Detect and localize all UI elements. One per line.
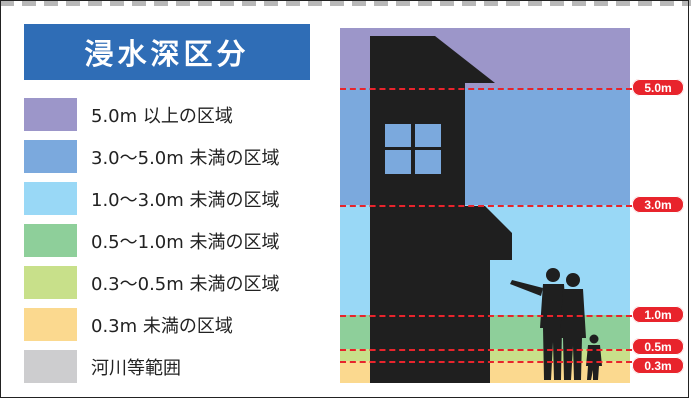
legend-swatch — [24, 182, 77, 215]
level-line-05m — [340, 349, 632, 351]
house-and-people-silhouette — [370, 36, 602, 383]
level-badge: 0.5m — [632, 338, 684, 355]
legend-label: 1.0～3.0m 未満の区域 — [91, 189, 280, 211]
legend-item: 0.5～1.0m 未満の区域 — [24, 224, 280, 257]
level-line-1m — [340, 315, 632, 317]
level-line-03m — [340, 361, 632, 363]
window-pane — [415, 150, 441, 174]
level-badge: 1.0m — [632, 306, 684, 323]
legend-label: 3.0～5.0m 未満の区域 — [91, 147, 280, 169]
legend-title: 浸水深区分 — [24, 24, 310, 80]
window-pane — [385, 150, 411, 174]
house-silhouette — [370, 36, 512, 383]
legend-label: 5.0m 以上の区域 — [91, 105, 233, 127]
legend-item: 1.0～3.0m 未満の区域 — [24, 182, 280, 215]
legend-label: 0.5～1.0m 未満の区域 — [91, 231, 280, 253]
legend-swatch — [24, 224, 77, 257]
legend-item: 5.0m 以上の区域 — [24, 98, 233, 131]
legend-item: 3.0～5.0m 未満の区域 — [24, 140, 280, 173]
window-pane — [385, 124, 411, 147]
top-dashed-border — [0, 0, 691, 6]
legend-item: 0.3～0.5m 未満の区域 — [24, 266, 280, 299]
level-badge: 0.3m — [632, 357, 684, 374]
legend-swatch — [24, 140, 77, 173]
legend-swatch — [24, 98, 77, 131]
level-line-3m — [340, 205, 632, 207]
legend-swatch — [24, 266, 77, 299]
people-silhouette — [510, 268, 602, 380]
legend-item: 0.3m 未満の区域 — [24, 308, 233, 341]
legend-label: 0.3～0.5m 未満の区域 — [91, 273, 280, 295]
level-badge: 3.0m — [632, 196, 684, 213]
legend-swatch — [24, 350, 77, 383]
level-badge: 5.0m — [632, 79, 684, 96]
legend-item: 河川等範囲 — [24, 350, 181, 383]
legend-label: 0.3m 未満の区域 — [91, 315, 233, 337]
window-pane — [415, 124, 441, 147]
legend-swatch — [24, 308, 77, 341]
legend-label: 河川等範囲 — [91, 357, 181, 379]
flood-depth-illustration — [340, 28, 630, 383]
level-line-5m — [340, 88, 632, 90]
